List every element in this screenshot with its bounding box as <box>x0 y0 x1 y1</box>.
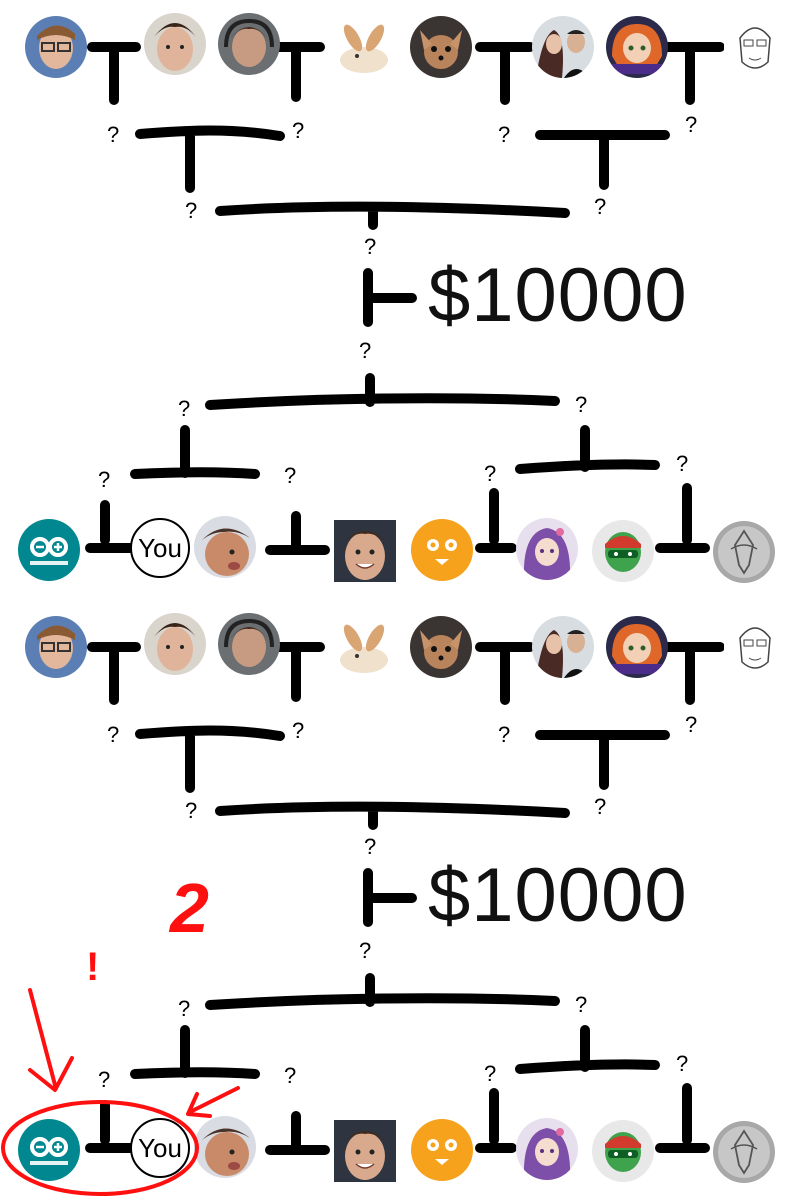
question-mark: ? <box>185 198 198 223</box>
couple-avatar[interactable] <box>532 16 594 78</box>
boy-avatar[interactable] <box>144 13 206 75</box>
you-avatar[interactable]: You <box>130 518 190 578</box>
question-mark: ? <box>284 463 297 488</box>
question-mark: ? <box>498 122 511 147</box>
kid-avatar[interactable] <box>194 516 256 578</box>
silver-emblem-avatar[interactable] <box>713 521 775 583</box>
anime-girl-avatar[interactable] <box>606 616 668 678</box>
chihuahua-avatar[interactable] <box>410 16 472 78</box>
pumpkin-avatar[interactable] <box>411 519 473 581</box>
boy-headset-avatar[interactable] <box>218 13 280 75</box>
question-mark: ? <box>484 461 497 486</box>
anime-girl-avatar[interactable] <box>606 16 668 78</box>
boy-avatar[interactable] <box>144 613 206 675</box>
bracket-panel-annotated: ? ? ? ? ? ? ? ? ? ? ? ? ? ? $10000 You 2… <box>0 600 800 1200</box>
question-mark: ? <box>284 1063 297 1088</box>
silver-emblem-avatar[interactable] <box>713 1121 775 1183</box>
question-mark: ? <box>575 392 588 417</box>
chihuahua-avatar[interactable] <box>410 616 472 678</box>
question-mark: ? <box>685 112 698 137</box>
question-mark: ? <box>107 722 120 747</box>
highlight-circle <box>1 1100 199 1196</box>
rabbit-avatar[interactable] <box>333 16 395 78</box>
question-mark: ? <box>685 712 698 737</box>
question-mark: ? <box>594 794 607 819</box>
glasses-boy-avatar[interactable] <box>25 616 87 678</box>
bracket-panel-original: ? ? ? ? ? ? ? ? ? ? ? ? ? ? $10000 You <box>18 13 786 583</box>
question-mark: ? <box>185 798 198 823</box>
glasses-boy-avatar[interactable] <box>25 16 87 78</box>
annotation-overlay <box>1 988 240 1196</box>
annotation-number: 2 <box>170 869 209 947</box>
kid-avatar[interactable] <box>194 1116 256 1178</box>
question-mark: ? <box>292 718 305 743</box>
electro-20-avatar[interactable] <box>18 519 80 581</box>
question-mark: ? <box>178 396 191 421</box>
red-arrow-left <box>28 988 74 1092</box>
question-mark: ? <box>98 467 111 492</box>
question-mark: ? <box>676 451 689 476</box>
you-label: You <box>138 532 182 563</box>
question-mark: ? <box>359 938 372 963</box>
question-mark: ? <box>575 992 588 1017</box>
green-mask-avatar[interactable] <box>592 1120 654 1182</box>
question-mark: ? <box>364 834 377 859</box>
question-mark: ? <box>107 122 120 147</box>
question-mark: ? <box>484 1061 497 1086</box>
rabbit-avatar[interactable] <box>333 616 395 678</box>
question-mark: ? <box>292 118 305 143</box>
purple-anime-avatar[interactable] <box>516 1118 578 1180</box>
electro-20-avatar[interactable] <box>18 1119 80 1181</box>
you-label: You <box>138 1132 182 1163</box>
purple-anime-avatar[interactable] <box>516 518 578 580</box>
smiling-boy-avatar[interactable] <box>334 1120 396 1182</box>
question-mark: ? <box>98 1067 111 1092</box>
question-mark: ? <box>178 996 191 1021</box>
smiling-boy-avatar[interactable] <box>334 520 396 582</box>
question-mark: ? <box>594 194 607 219</box>
question-mark: ? <box>498 722 511 747</box>
you-avatar[interactable]: You <box>130 1118 190 1178</box>
sketch-face-avatar[interactable] <box>724 616 786 678</box>
boy-headset-avatar[interactable] <box>218 613 280 675</box>
prize-label: $10000 <box>428 253 688 338</box>
green-mask-avatar[interactable] <box>592 520 654 582</box>
question-mark: ? <box>676 1051 689 1076</box>
pumpkin-avatar[interactable] <box>411 1119 473 1181</box>
prize-label: $10000 <box>428 853 688 938</box>
question-mark: ? <box>364 234 377 259</box>
annotation-exclaim: ! <box>86 945 100 989</box>
couple-avatar[interactable] <box>532 616 594 678</box>
red-arrow-right <box>186 1086 240 1118</box>
question-mark: ? <box>359 338 372 363</box>
sketch-face-avatar[interactable] <box>724 16 786 78</box>
bracket-lines <box>85 642 725 1155</box>
bracket-lines <box>85 42 725 555</box>
